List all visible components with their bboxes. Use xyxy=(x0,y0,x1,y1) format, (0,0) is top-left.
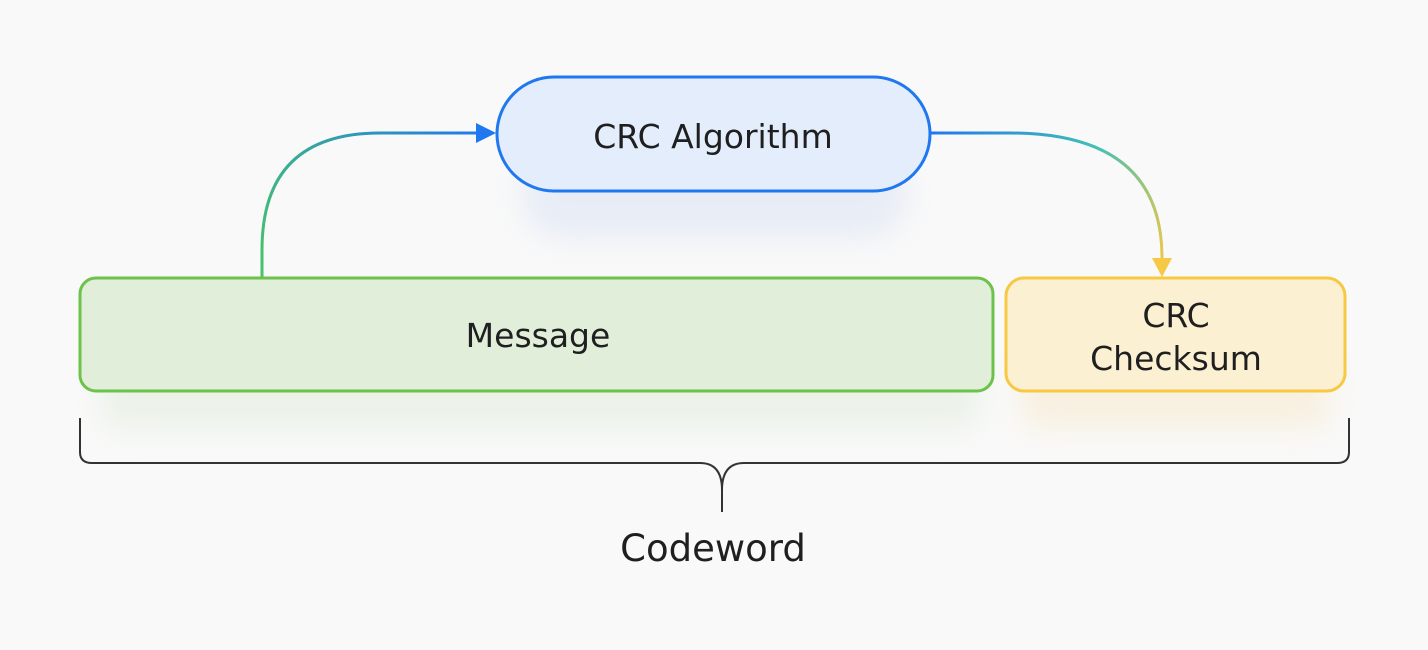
message-node: Message xyxy=(78,276,995,393)
crc-checksum-node: CRC Checksum xyxy=(1004,276,1347,393)
codeword-label: Codeword xyxy=(620,527,806,570)
crc-checksum-label-line2: Checksum xyxy=(1090,339,1262,378)
edge-message-to-algorithm xyxy=(260,123,496,279)
crc-algorithm-node: CRC Algorithm xyxy=(495,75,932,193)
arrowhead-to-checksum xyxy=(1152,258,1172,277)
crc-algorithm-label: CRC Algorithm xyxy=(593,117,832,156)
edge-algorithm-to-checksum xyxy=(928,131,1172,277)
arrowhead-to-algorithm xyxy=(476,123,496,143)
crc-checksum-label-line1: CRC xyxy=(1142,296,1209,335)
codeword-bracket: Codeword xyxy=(79,418,1350,570)
message-label: Message xyxy=(466,316,611,355)
